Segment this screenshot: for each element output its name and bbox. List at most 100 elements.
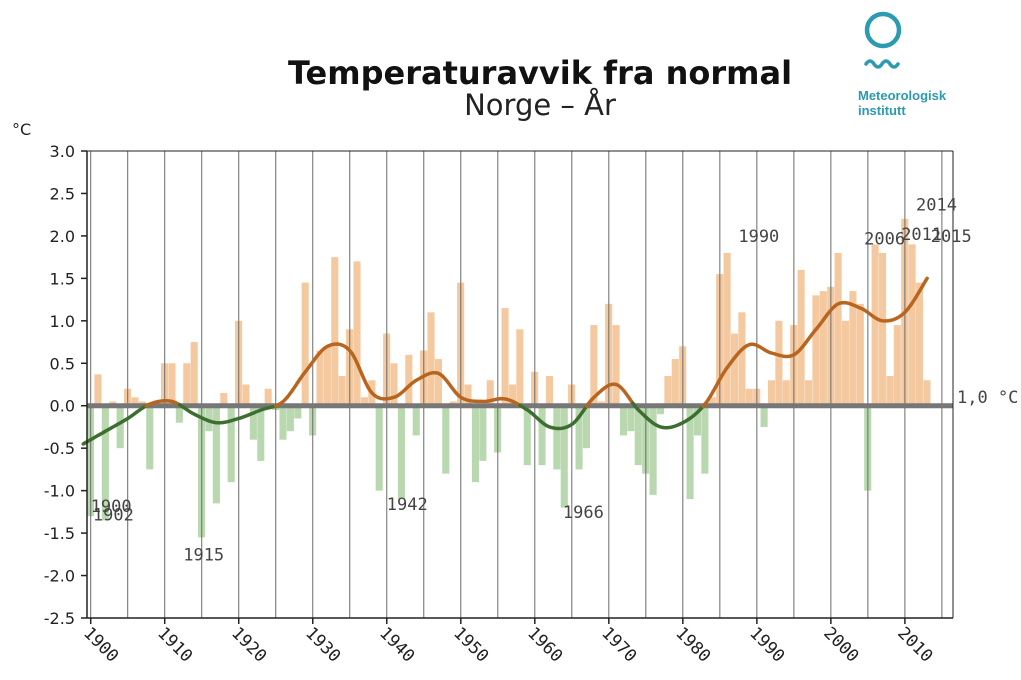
bar-1961 — [538, 405, 546, 466]
annotation-1900: 1900 — [91, 497, 132, 517]
logo-line-2: institutt — [858, 103, 906, 118]
x-tick-label: 1950 — [449, 623, 492, 666]
bar-series — [87, 218, 931, 538]
bar-2009 — [893, 325, 901, 406]
bar-1994 — [782, 380, 790, 406]
bar-1944 — [412, 405, 420, 436]
x-tick-label: 1990 — [745, 623, 788, 666]
x-tick-label: 1930 — [301, 623, 344, 666]
bar-1998 — [812, 295, 820, 406]
bar-1946 — [427, 312, 435, 406]
bar-1911 — [168, 363, 176, 406]
bar-1924 — [264, 388, 272, 406]
annotation-1942: 1942 — [387, 495, 428, 515]
annotation-1966: 1966 — [563, 503, 604, 523]
smoothed-curve — [81, 276, 929, 446]
bar-1943 — [405, 354, 413, 406]
y-tick-label: 2.5 — [50, 184, 75, 203]
bar-2008 — [886, 376, 894, 406]
smoothed-curve-segment-5 — [584, 382, 637, 408]
axes — [81, 150, 954, 624]
met-logo-icon — [864, 11, 902, 69]
smoothed-curve-segment-6 — [631, 401, 707, 430]
y-tick-label: 1.0 — [50, 312, 75, 331]
bar-1929 — [301, 282, 309, 406]
bar-1964 — [560, 405, 568, 508]
bar-1962 — [545, 376, 554, 406]
annotation-2014: 2014 — [916, 195, 957, 215]
bar-1989 — [745, 388, 753, 406]
bar-1971 — [612, 325, 620, 406]
y-tick-label: 0.5 — [50, 354, 75, 373]
bar-1937 — [360, 397, 368, 406]
bar-1974 — [634, 405, 642, 466]
x-tick-label: 1970 — [597, 623, 640, 666]
bar-1977 — [656, 405, 665, 415]
x-tick-label: 1910 — [153, 623, 196, 666]
chart-subtitle: Norge – År — [464, 88, 616, 122]
annotation-1915: 1915 — [183, 545, 224, 565]
bar-1904 — [116, 405, 124, 449]
bar-1986 — [723, 252, 731, 406]
x-tick-label: 2010 — [893, 623, 936, 666]
bar-1923 — [257, 405, 265, 461]
bar-1933 — [331, 257, 339, 406]
y-tick-labels: 3.02.52.01.51.00.50.0-0.5-1.0-1.5-2.0-2.… — [44, 142, 75, 628]
bar-1939 — [375, 405, 383, 491]
bar-1921 — [242, 384, 250, 406]
y-tick-label: 0.0 — [50, 397, 75, 416]
met-logo-text: Meteorologisk institutt — [858, 88, 946, 118]
bar-2002 — [841, 320, 850, 406]
smoothed-curve-segment-4 — [518, 401, 591, 431]
bar-1997 — [804, 380, 813, 406]
bar-1963 — [553, 405, 561, 470]
bar-1959 — [523, 405, 531, 466]
bar-1991 — [760, 405, 768, 427]
bar-1936 — [353, 261, 361, 406]
smoothed-curve-segment-7 — [701, 276, 929, 409]
bar-1941 — [390, 363, 398, 406]
bar-1988 — [738, 312, 746, 406]
bar-1913 — [183, 363, 191, 406]
annotation-1902: 1902 — [93, 505, 134, 525]
bar-1984 — [708, 397, 716, 406]
bar-1948 — [442, 405, 450, 474]
bar-1957 — [508, 384, 517, 406]
bar-1918 — [220, 392, 228, 406]
y-tick-label: -1.5 — [44, 524, 75, 543]
bar-2001 — [834, 252, 842, 406]
bar-2007 — [878, 252, 887, 406]
y-tick-label: 3.0 — [50, 142, 75, 161]
bar-1973 — [627, 405, 635, 432]
bar-2006 — [871, 244, 879, 406]
bar-1906 — [131, 397, 139, 406]
bar-1978 — [664, 376, 672, 406]
grid-lines — [90, 151, 943, 618]
bar-1922 — [249, 405, 257, 440]
bar-2003 — [849, 291, 857, 406]
logo-line-1: Meteorologisk — [858, 88, 947, 103]
bar-1952 — [471, 405, 479, 483]
annotation-2006: 2006 — [864, 229, 905, 249]
y-tick-label: -2.5 — [44, 609, 75, 628]
smoothed-curve-segment-0 — [81, 403, 150, 446]
smoothed-curve-segment-2 — [177, 403, 280, 425]
bar-1947 — [434, 359, 442, 406]
bar-1968 — [590, 325, 598, 406]
bar-1953 — [479, 405, 487, 461]
x-tick-label: 1900 — [79, 623, 122, 666]
bar-2013 — [923, 380, 931, 406]
x-tick-label: 1980 — [671, 623, 714, 666]
bar-1931 — [316, 350, 324, 406]
y-axis-label: °C — [12, 120, 31, 139]
bar-1927 — [286, 405, 294, 432]
bar-1951 — [464, 384, 472, 406]
x-tick-label: 2000 — [819, 623, 862, 666]
bar-1919 — [227, 405, 235, 483]
bar-1958 — [516, 329, 524, 406]
reference-label: 1,0 °C — [957, 388, 1018, 408]
smoothed-curve-segment-3 — [273, 342, 524, 409]
bar-1983 — [701, 405, 709, 474]
